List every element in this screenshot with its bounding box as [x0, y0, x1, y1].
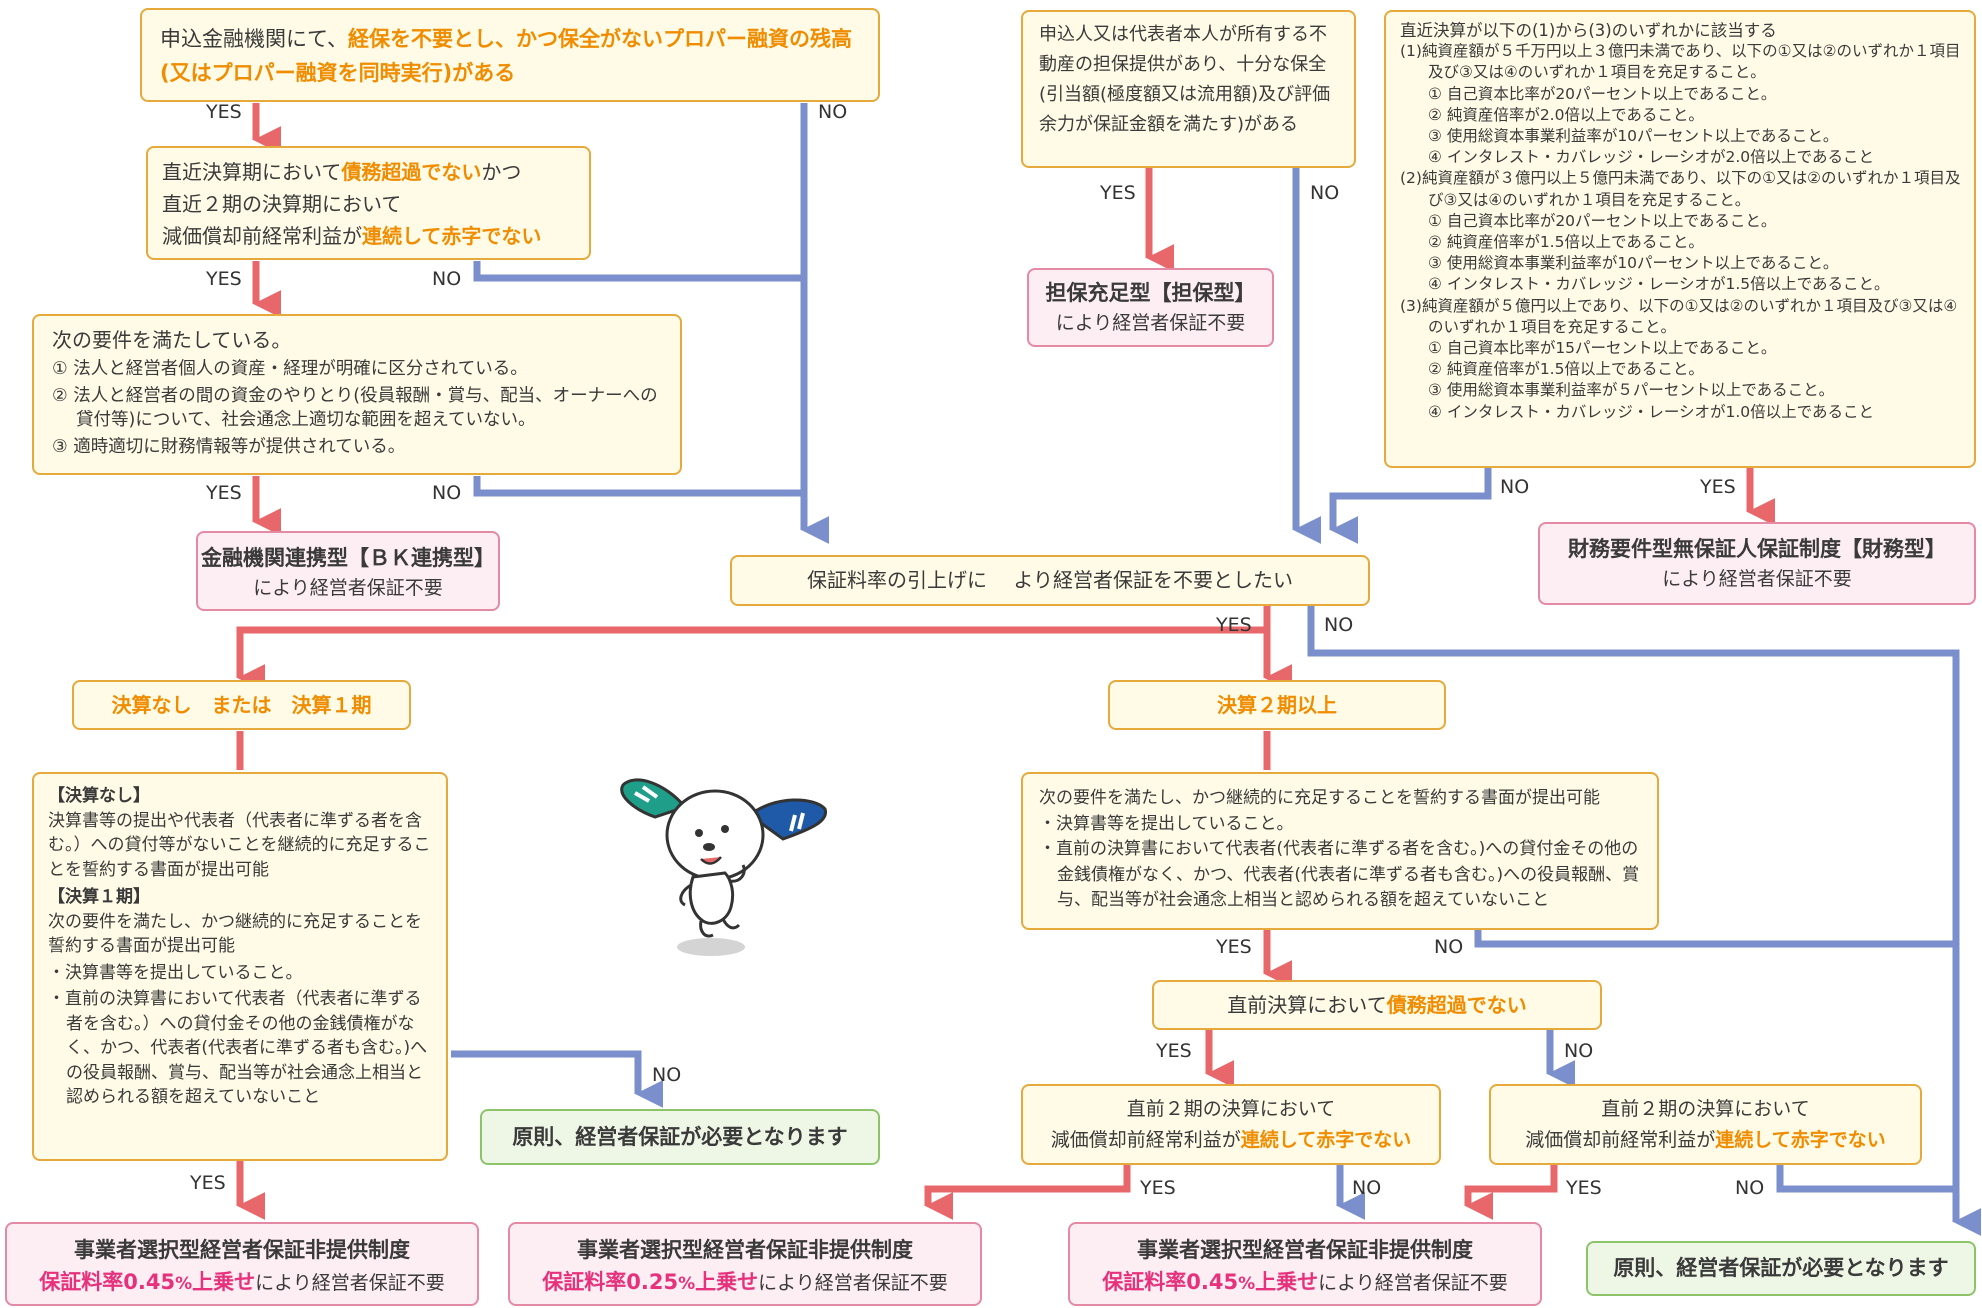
requirements-title: 次の要件を満たしている。 — [52, 328, 292, 352]
question-governance-requirements: 次の要件を満たしている。 ① 法人と経営者個人の資産・経理が明確に区分されている… — [32, 314, 682, 475]
result-business-choice: 事業者選択型経営者保証非提供制度 保証料率0.45%上乗せにより経営者保証不要 — [1068, 1222, 1542, 1306]
yes-label: YES — [206, 268, 242, 290]
left-requirements: 【決算なし】 決算書等の提出や代表者（代表者に準ずる者を含む。）への貸付等がない… — [32, 772, 448, 1161]
requirement-item: ① 法人と経営者個人の資産・経理が明確に区分されている。 — [52, 359, 528, 379]
question-financial-requirements: 直近決算が以下の(1)から(3)のいずれかに該当する (1)純資産額が５千万円以… — [1384, 10, 1976, 468]
no-label: NO — [432, 268, 462, 290]
yes-label: YES — [1700, 476, 1736, 498]
yes-label: YES — [1156, 1040, 1192, 1062]
financial-group-3: (3)純資産額が５億円以上であり、以下の①又は②のいずれか１項目及び③又は④のい… — [1400, 296, 1958, 421]
no-label: NO — [1500, 476, 1530, 498]
right-requirements: 次の要件を満たし、かつ継続的に充足することを誓約する書面が提出可能 ・決算書等を… — [1021, 772, 1659, 930]
no-connector — [473, 261, 804, 282]
no-label: NO — [1735, 1177, 1765, 1199]
question-fee-increase: 保証料率の引上げに より経営者保証を不要としたい — [730, 555, 1370, 606]
branch-two-plus-settlements: 決算２期以上 — [1108, 680, 1446, 730]
financial-title: 直近決算が以下の(1)から(3)のいずれかに該当する — [1400, 21, 1777, 40]
yes-label: YES — [206, 482, 242, 504]
no-label: NO — [652, 1064, 682, 1086]
yes-label: YES — [206, 101, 242, 123]
no-label: NO — [432, 482, 462, 504]
no-label: NO — [1434, 936, 1464, 958]
no-connector — [1329, 468, 1492, 544]
question-no-insolvency-latest: 直前決算において債務超過でない — [1152, 980, 1602, 1030]
yes-label: YES — [190, 1172, 226, 1194]
question-proper-loan: 申込金融機関にて、経保を不要とし、かつ保全がないプロパー融資の残高 (又はプロパ… — [140, 8, 880, 102]
no-label: NO — [1564, 1040, 1594, 1062]
mascot-illustration — [620, 778, 827, 956]
financial-group-1: (1)純資産額が５千万円以上３億円未満であり、以下の①又は②のいずれか１項目及び… — [1400, 42, 1961, 167]
question-profit-right: 直前２期の決算において 減価償却前経常利益が連続して赤字でない — [1489, 1084, 1922, 1165]
no-label: NO — [1324, 614, 1354, 636]
yes-label: YES — [1100, 182, 1136, 204]
no-label: NO — [1310, 182, 1340, 204]
requirement-item: ② 法人と経営者の間の資金のやりとり(役員報酬・賞与、配当、オーナーへの貸付等)… — [52, 386, 658, 430]
result-business-choice: 事業者選択型経営者保証非提供制度 保証料率0.25%上乗せにより経営者保証不要 — [508, 1222, 982, 1306]
no-connector — [473, 476, 804, 497]
yes-connector — [236, 606, 1271, 692]
result-collateral: 担保充足型【担保型】 により経営者保証不要 — [1027, 268, 1274, 347]
yes-label: YES — [1216, 936, 1252, 958]
no-connector — [451, 1050, 664, 1108]
result-guarantee-required: 原則、経営者保証が必要となります — [1586, 1241, 1976, 1296]
no-connector — [1307, 606, 1982, 1236]
no-label: NO — [818, 101, 848, 123]
result-bk-linkage: 金融機関連携型【ＢＫ連携型】 により経営者保証不要 — [196, 531, 500, 611]
yes-label: YES — [1140, 1177, 1176, 1199]
requirement-item: ③ 適時適切に財務情報等が提供されている。 — [52, 437, 406, 457]
no-connector — [1776, 1165, 1956, 1193]
financial-group-2: (2)純資産額が３億円以上５億円未満であり、以下の①又は②のいずれか１項目及び③… — [1400, 169, 1961, 294]
yes-connector — [1464, 1165, 1558, 1220]
result-business-choice: 事業者選択型経営者保証非提供制度 保証料率0.45%上乗せにより経営者保証不要 — [5, 1222, 479, 1306]
result-financial: 財務要件型無保証人保証制度【財務型】 により経営者保証不要 — [1538, 522, 1976, 605]
branch-no-or-one-settlement: 決算なし または 決算１期 — [72, 680, 411, 730]
result-guarantee-required: 原則、経営者保証が必要となります — [480, 1109, 880, 1165]
question-no-insolvency: 直近決算期において債務超過でないかつ 直近２期の決算期において 減価償却前経常利… — [146, 146, 591, 260]
yes-label: YES — [1216, 614, 1252, 636]
question-collateral: 申込人又は代表者本人が所有する不動産の担保提供があり、十分な保全(引当額(極度額… — [1021, 10, 1356, 168]
yes-connector — [924, 1165, 1131, 1220]
no-connector — [1474, 930, 1956, 948]
question-profit-left: 直前２期の決算において 減価償却前経常利益が連続して赤字でない — [1021, 1084, 1441, 1165]
yes-label: YES — [1566, 1177, 1602, 1199]
no-label: NO — [1352, 1177, 1382, 1199]
